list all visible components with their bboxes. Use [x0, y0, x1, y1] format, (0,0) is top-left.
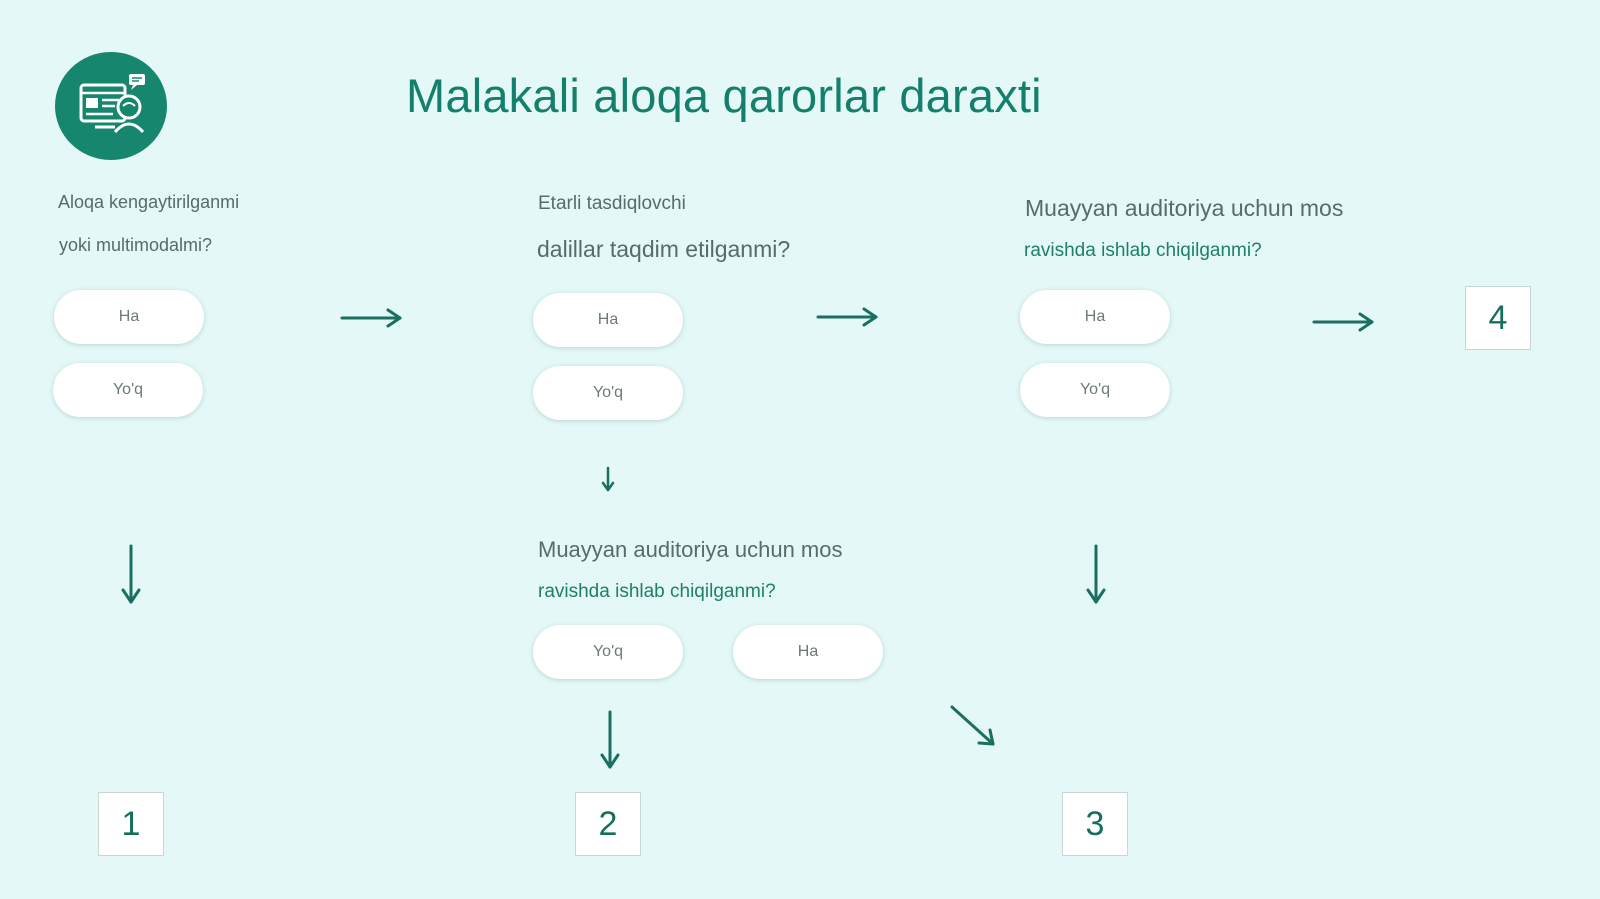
communication-screen-person-icon [79, 74, 145, 134]
question4-line2: ravishda ishlab chiqilganmi? [538, 581, 776, 602]
arrow-right-1 [340, 308, 402, 328]
arrow-down-1 [121, 544, 141, 604]
question4-line1: Muayyan auditoriya uchun mos [538, 537, 843, 562]
question3-no-button[interactable]: Yo'q [1020, 363, 1170, 417]
arrow-down-small [601, 466, 615, 492]
question3-yes-button[interactable]: Ha [1020, 290, 1170, 344]
arrow-right-3 [1312, 312, 1374, 332]
question4-no-button[interactable]: Yo'q [533, 625, 683, 679]
arrow-diagonal [950, 705, 995, 746]
arrow-right-2 [816, 307, 878, 327]
outcome-box-4: 4 [1465, 286, 1531, 350]
outcome-box-2: 2 [575, 792, 641, 856]
question2-line2: dalillar taqdim etilganmi? [537, 236, 791, 262]
question1-line2: yoki multimodalmi? [59, 235, 213, 255]
question1-line1: Aloqa kengaytirilganmi [58, 192, 240, 212]
question3-line1: Muayyan auditoriya uchun mos [1025, 195, 1344, 221]
question2-no-button[interactable]: Yo'q [533, 366, 683, 420]
logo [55, 52, 167, 160]
outcome-box-1: 1 [98, 792, 164, 856]
outcome-box-3: 3 [1062, 792, 1128, 856]
question2-line1: Etarli tasdiqlovchi [538, 193, 686, 214]
question1-yes-button[interactable]: Ha [54, 290, 204, 344]
arrow-down-2 [600, 710, 620, 769]
arrow-down-3 [1086, 544, 1106, 604]
question4-yes-button[interactable]: Ha [733, 625, 883, 679]
page-title: Malakali aloqa qarorlar daraxti [406, 69, 1042, 122]
question3-line2: ravishda ishlab chiqilganmi? [1024, 240, 1262, 261]
question1-no-button[interactable]: Yo'q [53, 363, 203, 417]
question2-yes-button[interactable]: Ha [533, 293, 683, 347]
